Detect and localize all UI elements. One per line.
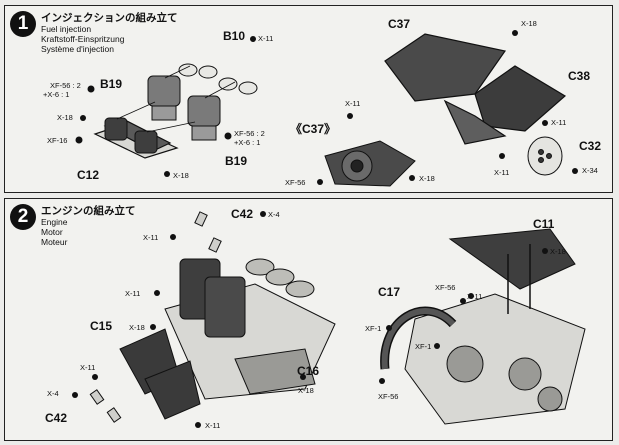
callout-x18-c11: X-18 xyxy=(550,247,566,256)
c37-lower-part xyxy=(324,140,416,187)
callout-x6-right: +X-6 : 1 xyxy=(234,138,261,147)
callout-x11-top: X-11 xyxy=(143,233,159,242)
step1-title-jp: インジェクションの組み立て xyxy=(41,12,178,24)
callout-x18-c37b: X-18 xyxy=(419,174,435,183)
callout-x18-c15: X-18 xyxy=(129,323,145,332)
step1-screw-markers xyxy=(75,30,578,185)
callout-x11-c32: X-11 xyxy=(551,118,567,127)
callout-x11-bottom: X-11 xyxy=(205,421,221,430)
callout-x18-bottom: X-18 xyxy=(173,171,189,180)
callout-x6-left: +X-6 : 1 xyxy=(43,90,70,99)
step2-screw-markers xyxy=(72,211,548,428)
callout-x18-left: X-18 xyxy=(57,113,73,122)
b10-caps xyxy=(178,63,258,95)
callout-xf56-right: XF-56 : 2 xyxy=(234,129,265,138)
part-c32-label: C32 xyxy=(579,139,602,153)
part-c37-bracket-label: 《C37》 xyxy=(290,122,337,136)
step2-title-de: Motor xyxy=(41,227,63,237)
callout-xf56-left: XF-56 : 2 xyxy=(50,81,81,90)
callout-xf1-a: XF-1 xyxy=(365,324,382,333)
step2-title-en: Engine xyxy=(41,217,68,227)
callout-x34: X-34 xyxy=(582,166,598,175)
part-b10-label: B10 xyxy=(223,29,246,43)
callout-xf56-c17: XF-56 xyxy=(435,283,456,292)
part-c12-label: C12 xyxy=(77,168,100,182)
callout-xf1-b: XF-1 xyxy=(415,342,432,351)
engine-block-left xyxy=(119,258,336,420)
step1-number-badge: 1 xyxy=(10,11,36,37)
engine-block-right xyxy=(404,228,586,425)
c42-nozzles xyxy=(89,211,222,423)
callout-x11-b10: X-11 xyxy=(258,34,274,43)
step2-title-fr: Moteur xyxy=(41,237,68,247)
step2-panel: 2 エンジンの組み立て Engine Motor Moteur xyxy=(4,198,613,441)
part-c17-label: C17 xyxy=(378,285,401,299)
step1-panel: 1 インジェクションの組み立て Fuel injection Kraftstof… xyxy=(4,5,613,193)
step1-illustration xyxy=(75,30,578,187)
c37-c38-block xyxy=(384,33,567,145)
callout-x11-c17: X-11 xyxy=(467,292,483,301)
callout-x11-c37b: X-11 xyxy=(345,99,361,108)
step1-title-fr: Système d'injection xyxy=(41,44,114,54)
part-c42-bottom-label: C42 xyxy=(45,411,68,425)
callout-x11-left: X-11 xyxy=(80,363,96,372)
callout-xf56-c37b: XF-56 xyxy=(285,178,306,187)
part-c15-label: C15 xyxy=(90,319,113,333)
step1-assembly-lines xyxy=(116,65,236,133)
callout-xf16: XF-16 xyxy=(47,136,68,145)
step2-illustration xyxy=(72,211,586,428)
callout-xf56-bottom: XF-56 xyxy=(378,392,399,401)
step1-title-de: Kraftstoff-Einspritzung xyxy=(41,34,125,44)
step1-title-en: Fuel injection xyxy=(41,24,92,34)
part-c16-label: C16 xyxy=(297,364,320,378)
part-c11-label: C11 xyxy=(533,217,555,231)
callout-x4-top: X-4 xyxy=(268,210,280,219)
part-b19-left-label: B19 xyxy=(100,77,123,91)
part-c42-top-label: C42 xyxy=(231,207,254,221)
c32-part xyxy=(527,136,563,176)
callout-x4-left: X-4 xyxy=(47,389,59,398)
callout-x18-c37: X-18 xyxy=(521,19,537,28)
callout-x11-mid: X-11 xyxy=(125,289,141,298)
injector-bodies xyxy=(104,75,221,154)
part-c37-label: C37 xyxy=(388,17,411,31)
step2-title-jp: エンジンの組み立て xyxy=(41,205,136,217)
part-b19-right-label: B19 xyxy=(225,154,248,168)
part-c38-label: C38 xyxy=(568,69,591,83)
step2-number-badge: 2 xyxy=(10,204,36,230)
callout-x18-c16: X-18 xyxy=(298,386,314,395)
callout-x11-c32b: X-11 xyxy=(494,168,510,177)
